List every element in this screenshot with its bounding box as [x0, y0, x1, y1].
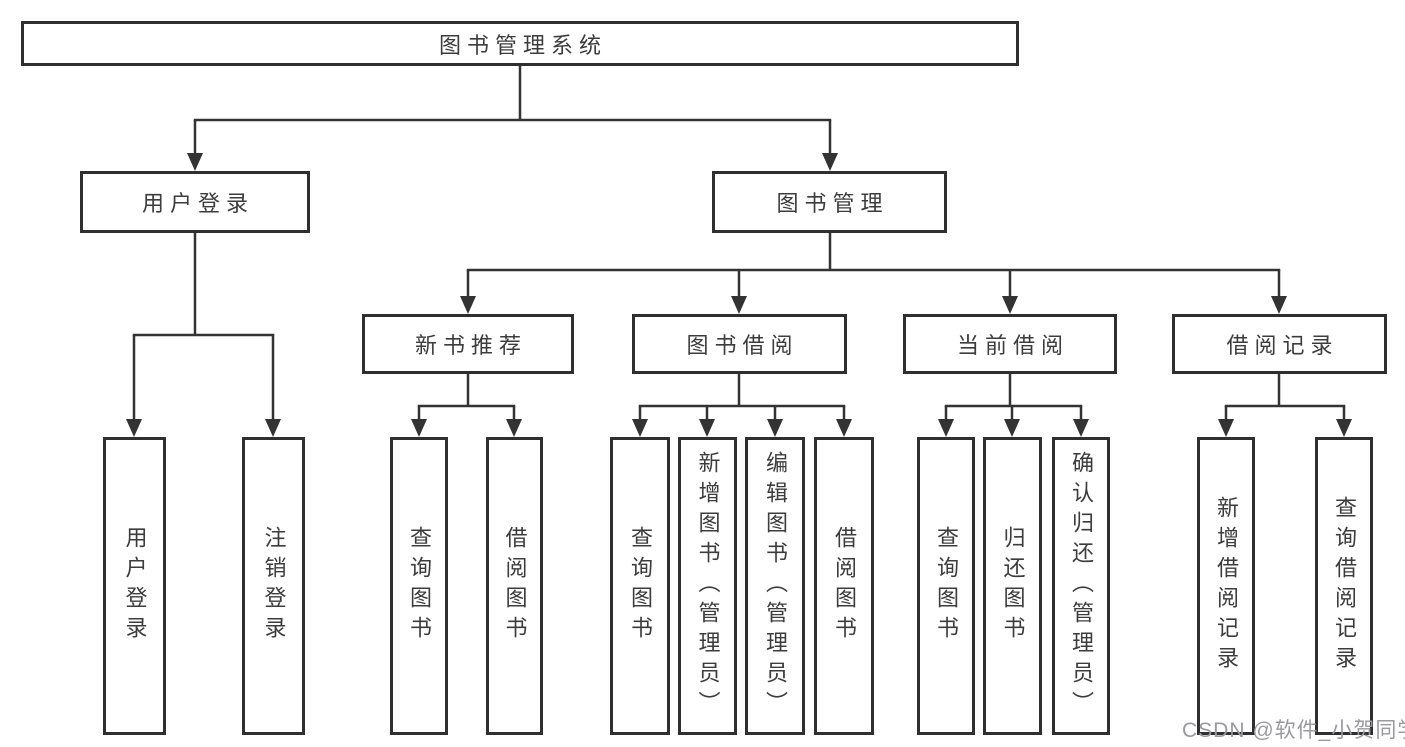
node-book-management: 图书管理 — [712, 171, 947, 233]
node-new-book-recommend-label: 新书推荐 — [414, 333, 527, 358]
leaf-borrow-query-books: 查询图书 — [610, 437, 670, 735]
leaf-query-borrow-record: 查询借阅记录 — [1315, 437, 1373, 735]
node-root-label: 图书管理系统 — [438, 32, 607, 58]
leaf-add-book-admin-label: 新增图书（管理员） — [695, 451, 721, 721]
leaf-query-borrow-record-label: 查询借阅记录 — [1332, 496, 1357, 676]
node-borrow-records: 借阅记录 — [1172, 314, 1387, 374]
leaf-edit-book-admin-label: 编辑图书（管理员） — [763, 451, 788, 721]
leaf-logout-label: 注销登录 — [261, 526, 287, 646]
leaf-recommend-borrow-books: 借阅图书 — [486, 437, 543, 735]
node-root: 图书管理系统 — [21, 21, 1019, 66]
leaf-user-login: 用户登录 — [103, 437, 166, 735]
leaf-add-borrow-record-label: 新增借阅记录 — [1214, 496, 1239, 676]
leaf-confirm-return-admin-label: 确认归还（管理员） — [1069, 451, 1094, 721]
leaf-add-book-admin: 新增图书（管理员） — [678, 437, 737, 735]
leaf-borrow-book: 借阅图书 — [814, 437, 874, 735]
leaf-add-borrow-record: 新增借阅记录 — [1197, 437, 1255, 735]
leaf-edit-book-admin: 编辑图书（管理员） — [745, 437, 805, 735]
leaf-return-book-label: 归还图书 — [1000, 526, 1026, 646]
leaf-borrow-book-label: 借阅图书 — [832, 526, 857, 646]
leaf-current-query-books: 查询图书 — [917, 437, 975, 735]
leaf-return-book: 归还图书 — [983, 437, 1042, 735]
leaf-borrow-query-books-label: 查询图书 — [628, 526, 653, 646]
node-new-book-recommend: 新书推荐 — [362, 314, 574, 374]
leaf-current-query-books-label: 查询图书 — [934, 526, 959, 646]
node-borrow-records-label: 借阅记录 — [1226, 333, 1339, 358]
node-book-management-label: 图书管理 — [776, 191, 889, 216]
leaf-user-login-label: 用户登录 — [122, 526, 148, 646]
node-current-borrow: 当前借阅 — [903, 314, 1117, 374]
node-user-login-label: 用户登录 — [141, 191, 254, 216]
node-current-borrow-label: 当前借阅 — [956, 333, 1069, 358]
leaf-recommend-query-books-label: 查询图书 — [407, 526, 432, 646]
node-book-borrow-label: 图书借阅 — [686, 333, 799, 358]
leaf-recommend-query-books: 查询图书 — [390, 437, 448, 735]
node-user-login: 用户登录 — [80, 171, 310, 233]
leaf-recommend-borrow-books-label: 借阅图书 — [502, 526, 528, 646]
watermark: CSDN @软件_小贺同学 — [1182, 719, 1405, 742]
leaf-logout: 注销登录 — [242, 437, 305, 735]
leaf-confirm-return-admin: 确认归还（管理员） — [1052, 437, 1110, 735]
node-book-borrow: 图书借阅 — [632, 314, 847, 374]
